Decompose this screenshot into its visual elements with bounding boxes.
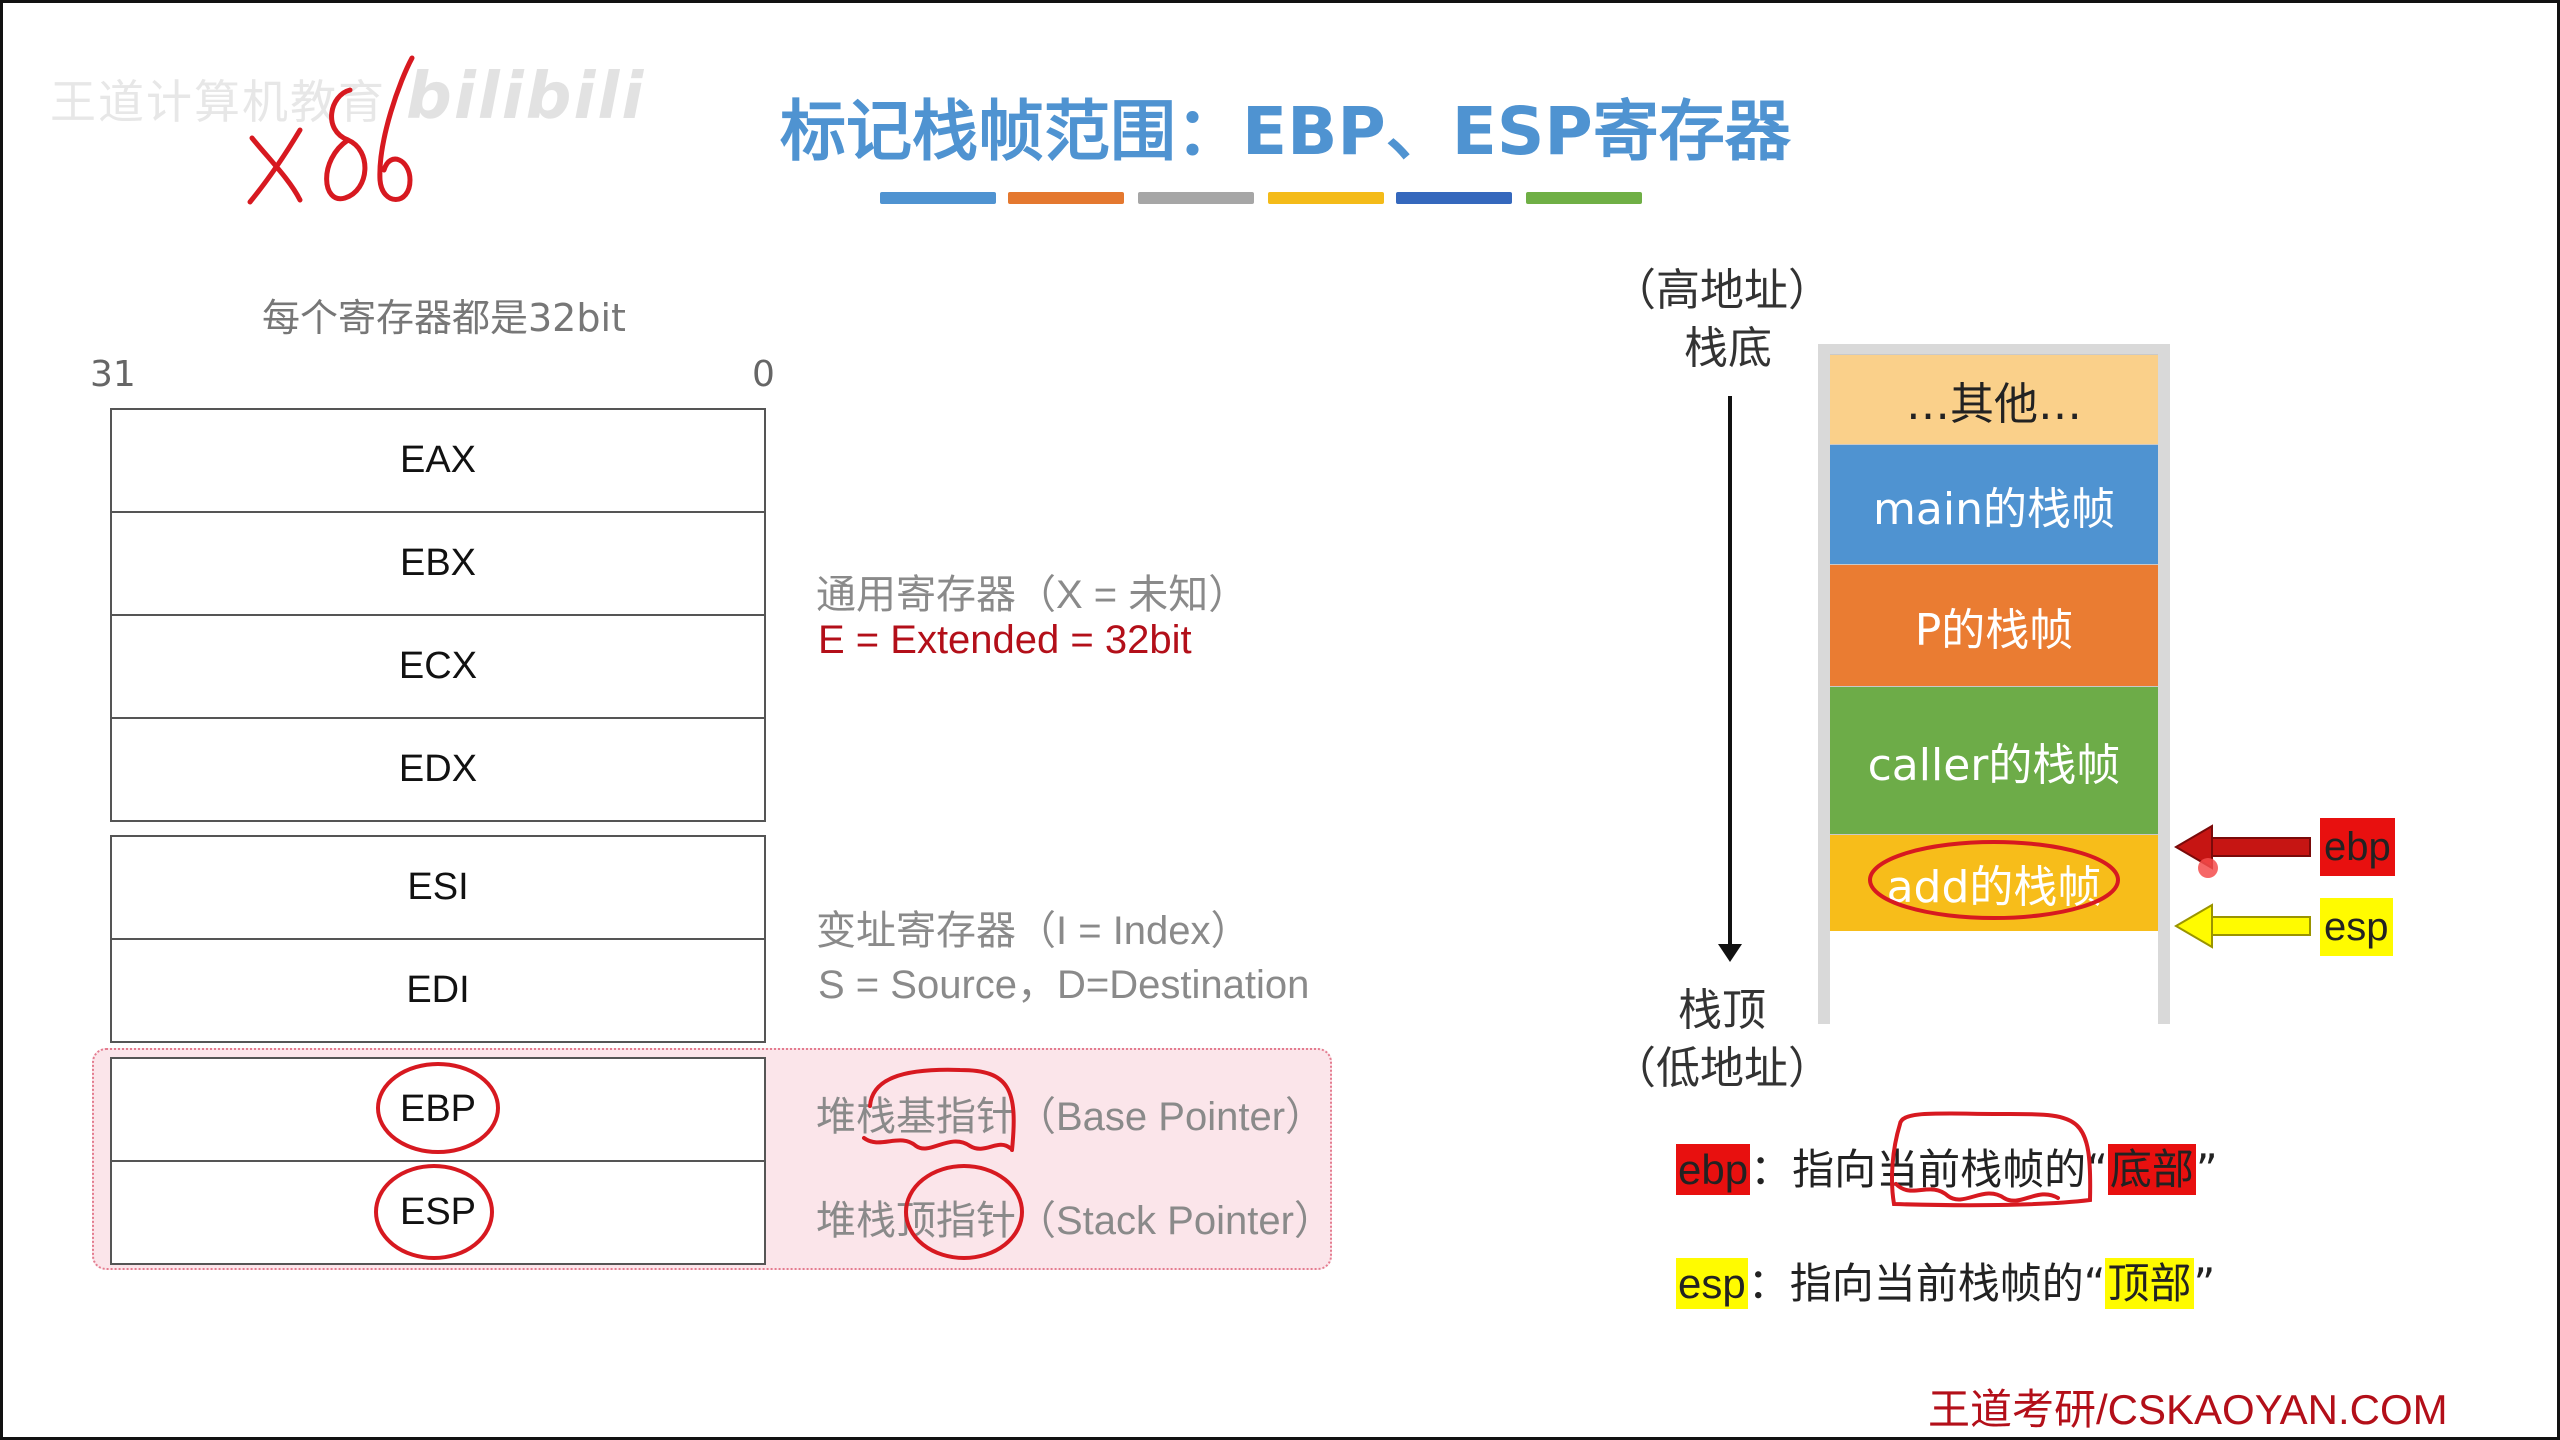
register-esi: ESI <box>112 837 764 940</box>
register-edx: EDX <box>398 748 478 790</box>
high-address-label: （高地址） <box>1612 265 1832 316</box>
source-destination-desc: S = Source，D=Destination <box>818 963 1310 1007</box>
low-address-label: （低地址） <box>1612 1043 1832 1094</box>
esp-legend-text: ：指向当前栈帧的“ <box>1747 1259 2106 1308</box>
title-underline-orange <box>1008 192 1124 204</box>
stack-frame-p: P的栈帧 <box>1830 564 2158 687</box>
esp-legend-close: ” <box>2193 1259 2216 1308</box>
stack-frame-main: main的栈帧 <box>1830 444 2158 565</box>
title-underline-darkblue <box>1396 192 1512 204</box>
ebp-desc: 堆栈基指针（Base Pointer） <box>816 1095 1326 1139</box>
bit-high-label: 31 <box>90 354 136 395</box>
watermark: 王道计算机教育 bilibili <box>50 60 645 134</box>
title-underline-gray <box>1138 192 1254 204</box>
extended-desc: E = Extended = 32bit <box>818 618 1192 662</box>
register-esp: ESP <box>399 1191 477 1233</box>
pointer-register-group: EBP ESP <box>110 1057 766 1265</box>
ebp-legend-word: 底部 <box>2107 1144 2196 1195</box>
stack-bottom-label: 栈底 <box>1684 323 1772 374</box>
register-ecx: ECX <box>112 616 764 719</box>
register-ebp: EBP <box>112 1059 764 1162</box>
register-ebx: EBX <box>112 513 764 616</box>
ebp-legend-tag: ebp <box>1676 1144 1751 1195</box>
ebp-legend-text: ：指向当前栈帧的“ <box>1750 1145 2108 1194</box>
stack-wall-top <box>1818 344 2170 354</box>
footer-brand: 王道考研/CSKAOYAN.COM <box>1928 1386 2448 1433</box>
bit-low-label: 0 <box>752 354 775 395</box>
general-register-desc: 通用寄存器（X = 未知） <box>816 573 1249 617</box>
stack-top-label: 栈顶 <box>1678 985 1766 1036</box>
bilibili-logo: bilibili <box>406 60 646 134</box>
title-underline-yellow <box>1268 192 1384 204</box>
stack-wall-left <box>1818 344 1830 1024</box>
register-eax: EAX <box>112 410 764 513</box>
index-register-group: ESI EDI <box>110 835 766 1043</box>
title-underline-green <box>1526 192 1642 204</box>
esp-legend-word: 顶部 <box>2105 1258 2194 1309</box>
general-register-group: EAX EBX ECX EDX <box>110 408 766 822</box>
stack-frame-add: add的栈帧 <box>1830 834 2158 931</box>
register-width-caption: 每个寄存器都是32bit <box>262 296 626 340</box>
index-register-desc: 变址寄存器（I = Index） <box>816 909 1251 953</box>
ebp-legend-close: ” <box>2195 1145 2218 1194</box>
ebp-legend: ebp：指向当前栈帧的“底部” <box>1676 1136 2218 1197</box>
stack-wall-right <box>2158 344 2170 1024</box>
slide-title: 标记栈帧范围：EBP、ESP寄存器 <box>780 93 1791 170</box>
esp-legend: esp：指向当前栈帧的“顶部” <box>1676 1250 2215 1311</box>
ebp-pointer-tag: ebp <box>2320 818 2395 876</box>
esp-desc: 堆栈顶指针（Stack Pointer） <box>816 1199 1334 1243</box>
stack-frame-caller: caller的栈帧 <box>1830 686 2158 835</box>
watermark-text: 王道计算机教育 <box>50 75 386 129</box>
title-underline-blue <box>880 192 996 204</box>
esp-pointer-tag: esp <box>2320 898 2393 956</box>
esp-legend-tag: esp <box>1676 1258 1748 1309</box>
register-edi: EDI <box>406 969 470 1011</box>
stack-frame-other: …其他… <box>1830 354 2158 445</box>
